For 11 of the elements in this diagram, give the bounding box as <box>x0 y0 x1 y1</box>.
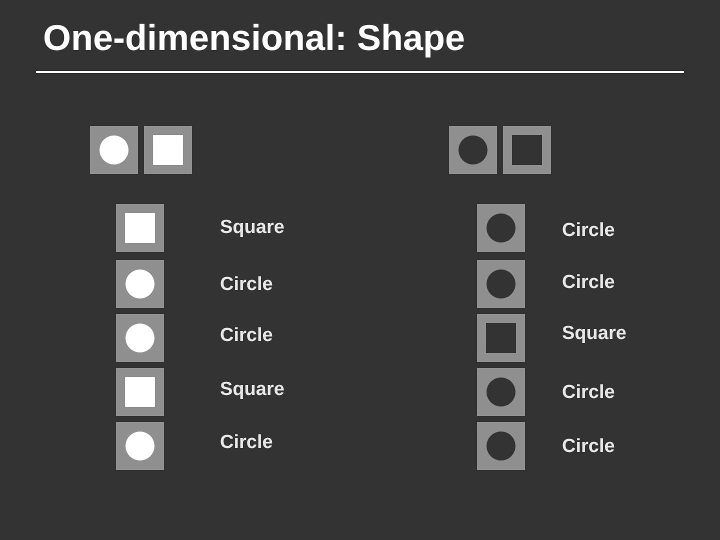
shape-label: Square <box>220 379 284 401</box>
shape-label: Circle <box>220 432 273 454</box>
shape-label: Circle <box>562 272 615 294</box>
shape-label: Circle <box>220 274 273 296</box>
shape-label: Circle <box>562 436 615 458</box>
shape-label: Circle <box>562 220 615 242</box>
slide-title: One-dimensional: Shape <box>43 17 466 59</box>
shape-label: Square <box>220 217 284 239</box>
shape-label: Circle <box>562 382 615 404</box>
shape-label: Circle <box>220 325 273 347</box>
shape-label: Square <box>562 323 626 345</box>
